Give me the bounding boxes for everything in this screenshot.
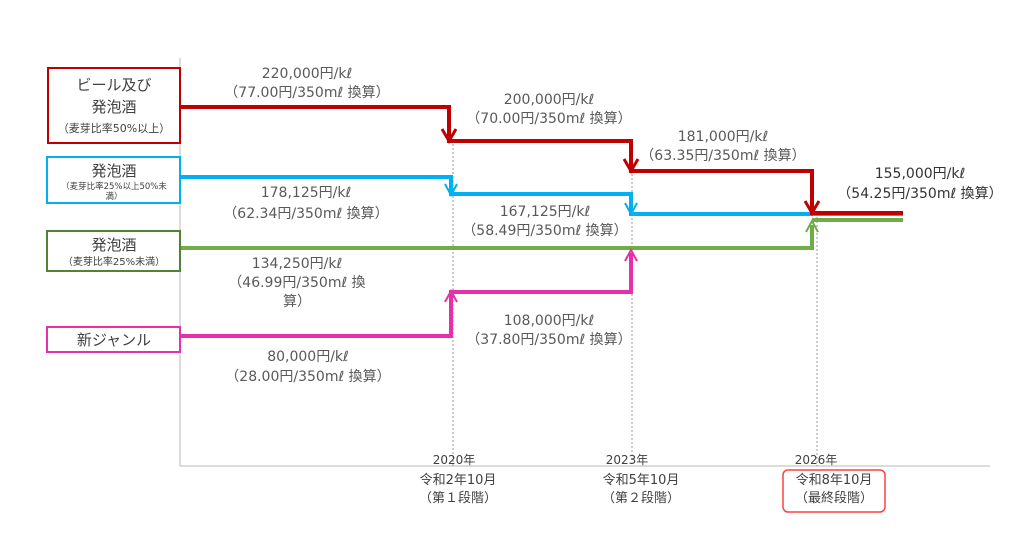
timeline-2020: 2020年 令和2年10月 （第１段階） xyxy=(419,453,497,506)
category-beer: ビール及び 発泡酒 （麦芽比率50%以上） xyxy=(47,67,181,144)
svg-text:発泡酒: 発泡酒 xyxy=(91,98,136,116)
category-happoshu-mid: 発泡酒 （麦芽比率25%以上50%未 満） xyxy=(46,156,181,204)
svg-text:（54.25円/350mℓ 換算）: （54.25円/350mℓ 換算） xyxy=(837,186,1002,202)
arrow-icon xyxy=(444,288,458,303)
svg-text:134,250円/kℓ: 134,250円/kℓ xyxy=(252,256,343,272)
svg-text:（第２段階）: （第２段階） xyxy=(602,491,680,506)
svg-text:（麦芽比率25%未満）: （麦芽比率25%未満） xyxy=(63,255,165,268)
svg-text:令和8年10月: 令和8年10月 xyxy=(796,473,873,488)
svg-text:2023年: 2023年 xyxy=(606,453,649,467)
final-stage-highlight xyxy=(782,469,886,513)
svg-text:200,000円/kℓ: 200,000円/kℓ xyxy=(504,92,595,108)
arrow-icon xyxy=(622,158,640,174)
blue-line xyxy=(180,175,903,216)
rate-labels: 220,000円/kℓ （77.00円/350mℓ 換算） 200,000円/k… xyxy=(223,66,1002,385)
arrow-icon xyxy=(803,200,821,216)
svg-text:満）: 満） xyxy=(105,191,122,202)
svg-text:220,000円/kℓ: 220,000円/kℓ xyxy=(262,66,353,82)
svg-text:178,125円/kℓ: 178,125円/kℓ xyxy=(261,185,352,201)
arrow-icon xyxy=(624,247,638,262)
svg-text:（28.00円/350mℓ 換算）: （28.00円/350mℓ 換算） xyxy=(225,369,390,385)
stage-guides xyxy=(452,140,818,466)
timeline-2023: 2023年 令和5年10月 （第２段階） xyxy=(602,453,680,506)
svg-text:発泡酒: 発泡酒 xyxy=(91,236,136,254)
red-line xyxy=(180,105,903,215)
svg-text:（46.99円/350mℓ 換: （46.99円/350mℓ 換 xyxy=(228,275,365,291)
svg-text:155,000円/kℓ: 155,000円/kℓ xyxy=(875,166,966,182)
svg-text:（第１段階）: （第１段階） xyxy=(419,491,497,506)
svg-text:令和5年10月: 令和5年10月 xyxy=(603,473,680,488)
svg-text:（麦芽比率25%以上50%未: （麦芽比率25%以上50%未 xyxy=(61,181,167,192)
svg-text:（70.00円/350mℓ 換算）: （70.00円/350mℓ 換算） xyxy=(466,111,631,127)
arrow-icon xyxy=(440,128,458,144)
svg-text:（58.49円/350mℓ 換算）: （58.49円/350mℓ 換算） xyxy=(462,223,627,239)
timeline-2026: 2026年 令和8年10月 （最終段階） xyxy=(782,453,886,513)
green-line xyxy=(180,225,814,250)
arrow-icon xyxy=(444,183,458,198)
category-happoshu-low: 発泡酒 （麦芽比率25%未満） xyxy=(46,230,181,272)
svg-text:発泡酒: 発泡酒 xyxy=(91,162,136,180)
svg-text:2026年: 2026年 xyxy=(795,453,838,467)
svg-text:（37.80円/350mℓ 換算）: （37.80円/350mℓ 換算） xyxy=(466,332,631,348)
svg-text:（63.35円/350mℓ 換算）: （63.35円/350mℓ 換算） xyxy=(640,148,805,164)
svg-text:167,125円/kℓ: 167,125円/kℓ xyxy=(500,204,591,220)
svg-text:108,000円/kℓ: 108,000円/kℓ xyxy=(504,313,595,329)
svg-text:80,000円/kℓ: 80,000円/kℓ xyxy=(267,349,349,365)
svg-text:181,000円/kℓ: 181,000円/kℓ xyxy=(678,129,769,145)
svg-text:2020年: 2020年 xyxy=(433,453,476,467)
svg-text:（最終段階）: （最終段階） xyxy=(795,490,873,506)
svg-text:（77.00円/350mℓ 換算）: （77.00円/350mℓ 換算） xyxy=(224,85,389,101)
svg-text:ビール及び: ビール及び xyxy=(76,76,151,94)
svg-text:新ジャンル: 新ジャンル xyxy=(77,331,151,349)
svg-text:令和2年10月: 令和2年10月 xyxy=(420,473,497,488)
category-new-genre: 新ジャンル xyxy=(46,326,181,353)
svg-text:（62.34円/350mℓ 換算）: （62.34円/350mℓ 換算） xyxy=(223,206,388,222)
svg-text:（麦芽比率50%以上）: （麦芽比率50%以上） xyxy=(58,121,170,135)
svg-text:算）: 算） xyxy=(283,294,311,310)
arrow-icon xyxy=(624,202,638,217)
